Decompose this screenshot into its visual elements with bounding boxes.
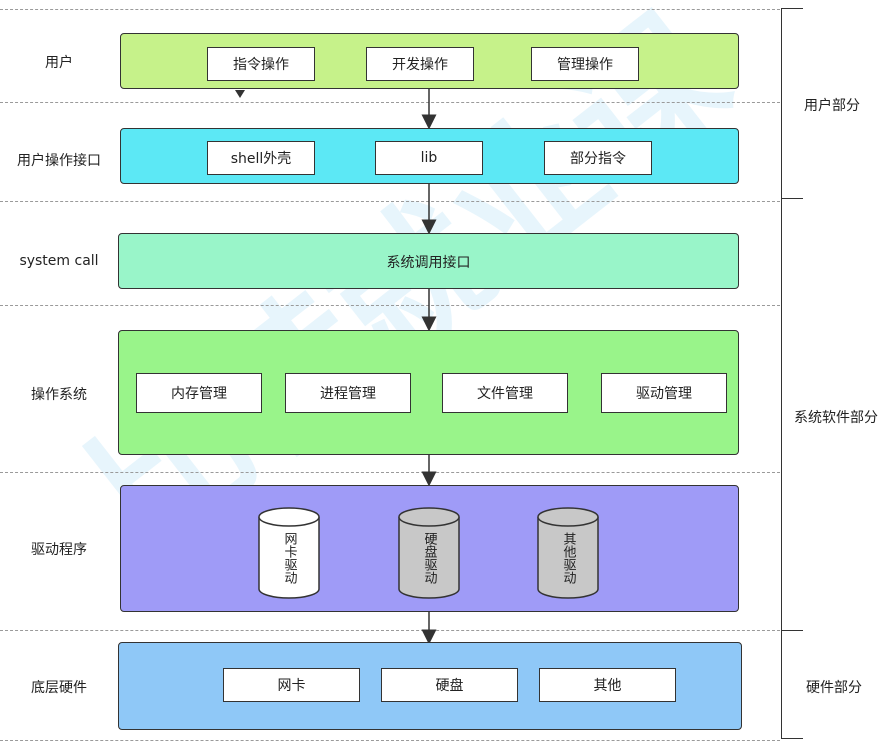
driver-layer: 网卡驱动 硬盘驱动 其他驱动 bbox=[120, 485, 739, 612]
cylinder-label: 硬盘驱动 bbox=[421, 532, 437, 584]
bracket-user-part bbox=[781, 8, 782, 198]
user-box-command: 指令操作 bbox=[207, 47, 315, 81]
syscall-layer: 系统调用接口 bbox=[118, 233, 739, 289]
small-arrow-down bbox=[235, 90, 245, 98]
interface-box-shell: shell外壳 bbox=[207, 141, 315, 175]
hardware-box-disk: 硬盘 bbox=[381, 668, 518, 702]
separator-line bbox=[0, 201, 780, 202]
user-layer: 指令操作 开发操作 管理操作 bbox=[120, 33, 739, 89]
separator-line bbox=[0, 9, 780, 10]
cylinder-shape bbox=[258, 507, 320, 599]
hardware-box-other: 其他 bbox=[539, 668, 676, 702]
cylinder-shape bbox=[537, 507, 599, 599]
side-label-hardware-part: 硬件部分 bbox=[806, 680, 862, 696]
bracket-system-software-part bbox=[781, 198, 782, 630]
cylinder-disk-driver: 硬盘驱动 bbox=[398, 507, 460, 599]
side-label-system-software-part: 系统软件部分 bbox=[794, 410, 878, 426]
bracket-tick bbox=[781, 198, 803, 199]
os-box-process: 进程管理 bbox=[285, 373, 411, 413]
user-box-manage: 管理操作 bbox=[531, 47, 639, 81]
bracket-tick bbox=[781, 738, 803, 739]
row-label-driver: 驱动程序 bbox=[31, 542, 87, 558]
separator-line bbox=[0, 305, 780, 306]
row-label-os: 操作系统 bbox=[31, 387, 87, 403]
row-label-system-call: system call bbox=[19, 253, 99, 269]
os-box-memory: 内存管理 bbox=[136, 373, 262, 413]
cylinder-other-driver: 其他驱动 bbox=[537, 507, 599, 599]
interface-box-partial-commands: 部分指令 bbox=[544, 141, 652, 175]
separator-line bbox=[0, 472, 780, 473]
separator-line bbox=[0, 630, 780, 631]
os-box-driver: 驱动管理 bbox=[601, 373, 727, 413]
cylinder-shape bbox=[398, 507, 460, 599]
cylinder-nic-driver: 网卡驱动 bbox=[258, 507, 320, 599]
user-box-develop: 开发操作 bbox=[366, 47, 474, 81]
row-label-user-interface: 用户操作接口 bbox=[17, 153, 101, 169]
hardware-layer: 网卡 硬盘 其他 bbox=[118, 642, 742, 730]
cylinder-label: 网卡驱动 bbox=[281, 532, 297, 584]
os-box-file: 文件管理 bbox=[442, 373, 568, 413]
cylinder-label: 其他驱动 bbox=[560, 532, 576, 584]
row-label-hardware: 底层硬件 bbox=[31, 680, 87, 696]
hardware-box-nic: 网卡 bbox=[223, 668, 360, 702]
syscall-interface-text: 系统调用接口 bbox=[386, 255, 471, 271]
os-layer: 内存管理 进程管理 文件管理 驱动管理 bbox=[118, 330, 739, 455]
bracket-tick bbox=[781, 8, 803, 9]
interface-box-lib: lib bbox=[375, 141, 483, 175]
row-label-user: 用户 bbox=[45, 55, 73, 71]
interface-layer: shell外壳 lib 部分指令 bbox=[120, 128, 739, 184]
separator-line bbox=[0, 740, 780, 741]
bracket-tick bbox=[781, 630, 803, 631]
bracket-hardware-part bbox=[781, 630, 782, 738]
separator-line bbox=[0, 102, 780, 103]
side-label-user-part: 用户部分 bbox=[804, 98, 860, 114]
